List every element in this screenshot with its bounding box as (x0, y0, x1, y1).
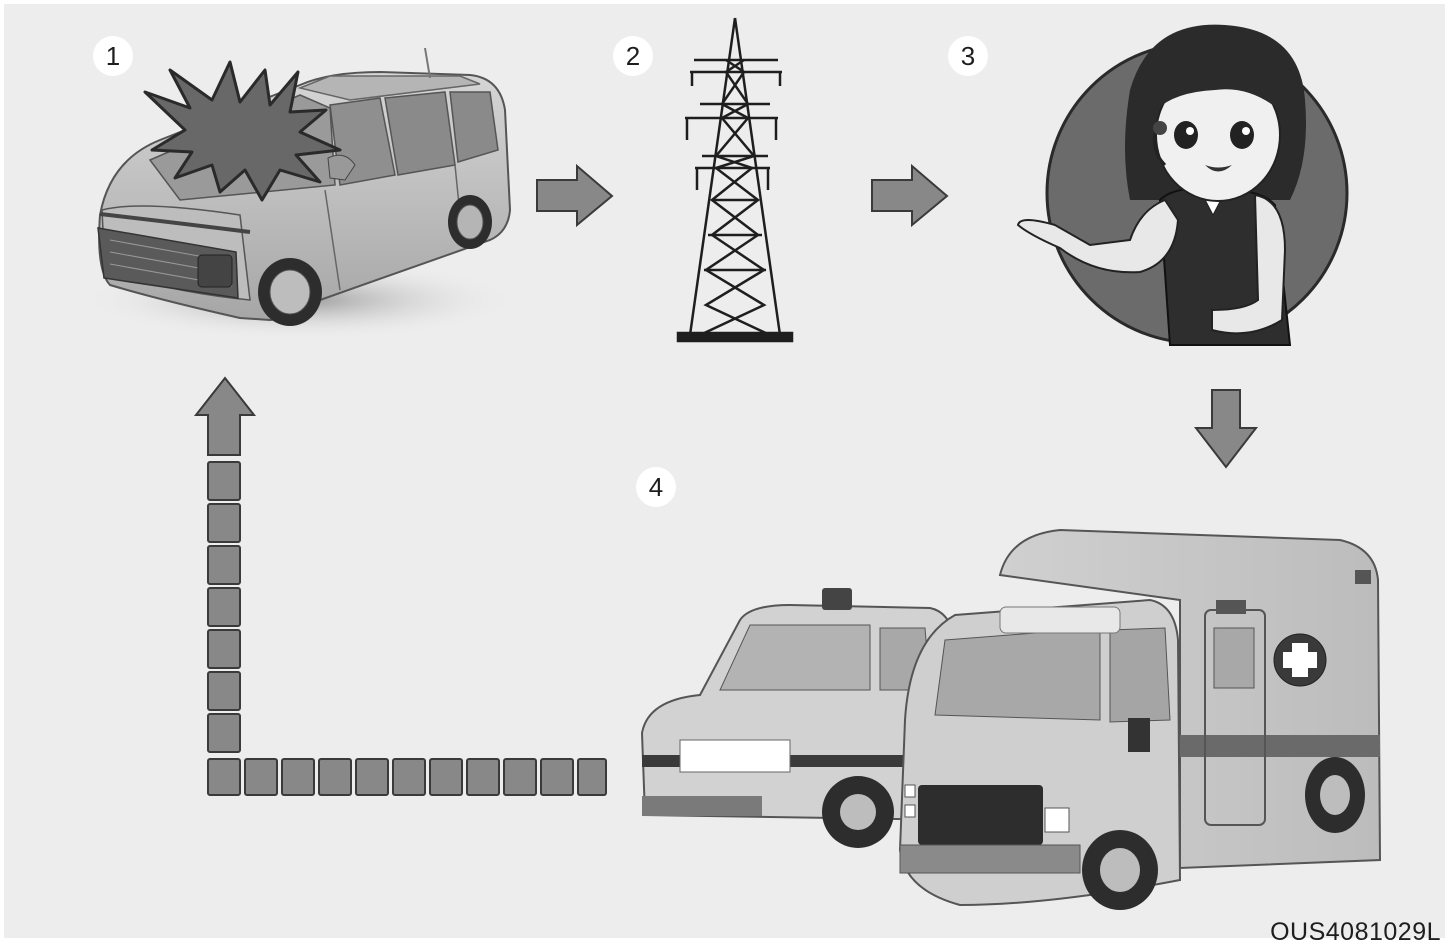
figure-code: OUS4081029L (1270, 918, 1441, 946)
arrow-3-to-4 (1193, 389, 1259, 469)
transmission-tower-illustration (676, 17, 794, 343)
step-number-4: 4 (636, 467, 676, 507)
step-number-2: 2 (613, 36, 653, 76)
arrow-2-to-3 (871, 163, 949, 228)
emergency-vehicles-illustration (640, 528, 1382, 910)
arrow-1-to-2 (536, 163, 614, 228)
van-crash-illustration (80, 47, 520, 340)
operator-illustration (1016, 24, 1349, 346)
step-number-1: 1 (93, 36, 133, 76)
step-number-3: 3 (948, 36, 988, 76)
return-arrow-4-to-1 (193, 376, 607, 796)
